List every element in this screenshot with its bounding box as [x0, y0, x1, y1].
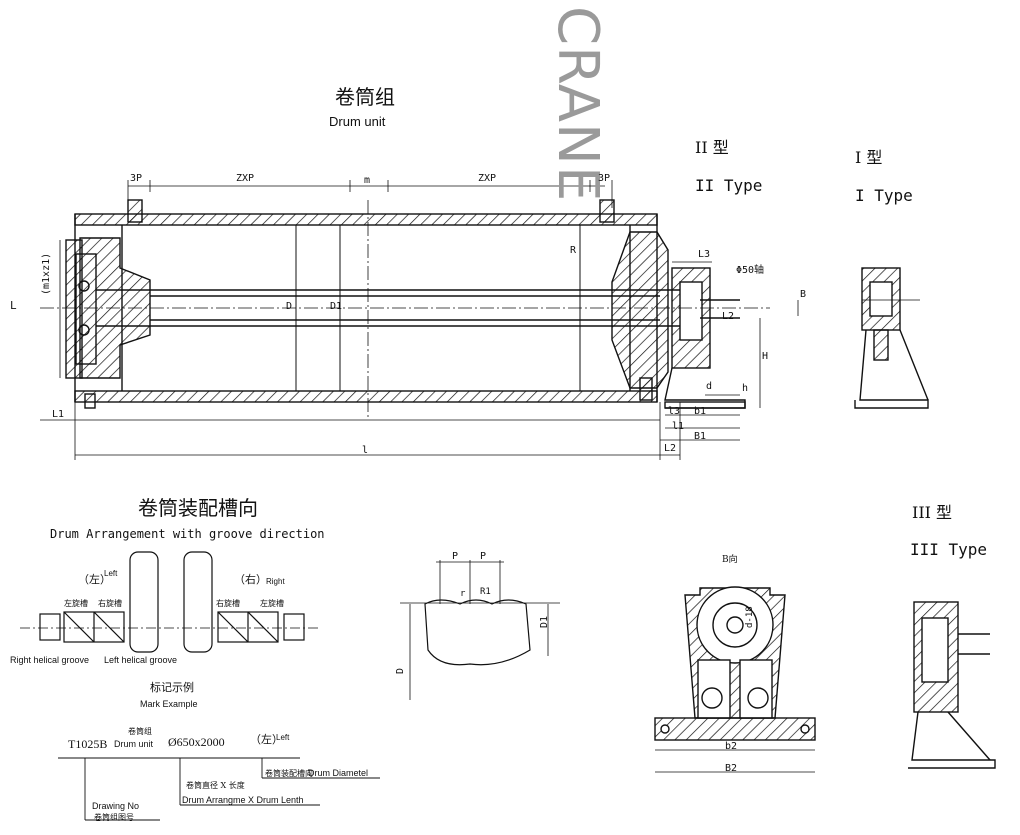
dim-l3: l3 — [668, 406, 681, 417]
dim-m1xz1: (m1xz1) — [41, 252, 52, 295]
groove-r: r — [460, 589, 466, 599]
type-i-view — [854, 267, 929, 409]
type-i-cn: I 型 — [855, 148, 883, 167]
drum-right-roll — [183, 551, 213, 653]
type-iii-en: III Type — [910, 540, 988, 559]
drum-shell-top — [74, 213, 658, 226]
section-b-view — [654, 586, 816, 773]
dim-3p-left: 3P — [130, 173, 143, 184]
mark-dir: （左） — [250, 733, 283, 746]
drum-left-roll — [129, 551, 159, 653]
groove-detail — [400, 560, 560, 700]
groove-tag-2: 右旋槽 — [98, 599, 122, 608]
left-mark: （左） — [78, 573, 111, 586]
dim-d: d — [706, 381, 713, 392]
groove-tag-4: 左旋槽 — [260, 599, 284, 608]
section-b-B2: B2 — [725, 763, 738, 774]
dim-D1: D1 — [330, 301, 343, 312]
mark-arr-cn: 卷筒直径 X 长度 — [186, 781, 245, 790]
mark-size: Ø650x2000 — [168, 735, 225, 749]
mark-unit-en: Drum unit — [114, 739, 154, 749]
left-gear — [65, 239, 83, 379]
dim-l2: L2 — [722, 311, 735, 322]
dim-R: R — [570, 245, 577, 256]
mark-arr-en: Drum Arrangme X Drum Lenth — [182, 795, 304, 805]
dim-zxp-right: ZXP — [478, 173, 497, 184]
mark-code: T1025B — [68, 737, 108, 751]
mark-unit-cn: 卷筒组 — [128, 727, 152, 736]
dim-L2: L2 — [664, 443, 677, 454]
section-b-b2: b2 — [725, 741, 738, 752]
dim-L3: L3 — [698, 249, 711, 260]
drum-main-view — [65, 199, 746, 409]
groove-tag-3: 右旋槽 — [216, 599, 240, 608]
drum-unit-title-en: Drum unit — [329, 114, 386, 129]
drum-unit-title-cn: 卷筒组 — [335, 85, 395, 109]
section-b-d: d-18 — [745, 606, 755, 628]
groove-p2: P — [480, 551, 487, 562]
crane-watermark: CRANE — [545, 6, 610, 203]
dim-D: D — [286, 301, 293, 312]
dim-m: m — [364, 175, 371, 186]
type-iii-view — [908, 601, 996, 769]
dim-b1: b1 — [694, 406, 707, 417]
arrangement-title-cn: 卷筒装配槽向 — [138, 496, 258, 520]
groove-p1: P — [452, 551, 459, 562]
groove-R1: R1 — [480, 587, 491, 597]
dim-L1: L1 — [52, 409, 65, 420]
mark-dir-en: Left — [276, 733, 290, 742]
dim-B1: B1 — [694, 431, 707, 442]
dim-h: h — [742, 383, 749, 394]
groove-tag-1: 左旋槽 — [64, 599, 88, 608]
drum-shell-bottom — [74, 390, 658, 403]
dim-B: B — [800, 289, 807, 300]
type-ii-en: II Type — [695, 176, 763, 195]
dim-L: L — [10, 299, 17, 312]
mark-diam-en: Drum Diametel — [308, 768, 369, 778]
type-iii-cn: III 型 — [912, 503, 953, 522]
right-mark: （右） — [234, 573, 267, 586]
arrangement-title-en: Drum Arrangement with groove direction — [50, 527, 325, 541]
dim-3p-right: 3P — [598, 173, 611, 184]
dim-phi50: Φ50轴 — [736, 265, 765, 276]
type-i-en: I Type — [855, 186, 913, 205]
mark-example-leaders — [58, 757, 380, 821]
right-sup: Right — [266, 577, 285, 586]
dim-l1: l1 — [672, 421, 685, 432]
right-hub — [611, 231, 669, 389]
groove-D1: D1 — [539, 615, 550, 628]
groove-D: D — [395, 667, 406, 674]
dim-zxp-left: ZXP — [236, 173, 255, 184]
type-ii-cn: II 型 — [695, 138, 729, 157]
right-helical-label: Right helical groove — [10, 655, 90, 665]
mark-example-en: Mark Example — [140, 699, 198, 709]
dim-l: l — [362, 445, 369, 456]
section-b-title: B向 — [722, 555, 738, 565]
drawing-no-en: Drawing No — [92, 801, 140, 811]
mark-diam-cn: 卷筒装配槽向 — [265, 769, 313, 778]
mark-example-cn: 标记示例 — [150, 681, 194, 694]
left-helical-label: Left helical groove — [104, 655, 178, 665]
left-sup: Left — [104, 569, 118, 578]
arrangement-diagram — [20, 551, 320, 653]
drawing-no-cn: 卷筒组图号 — [94, 813, 134, 822]
dim-H: H — [762, 351, 769, 362]
